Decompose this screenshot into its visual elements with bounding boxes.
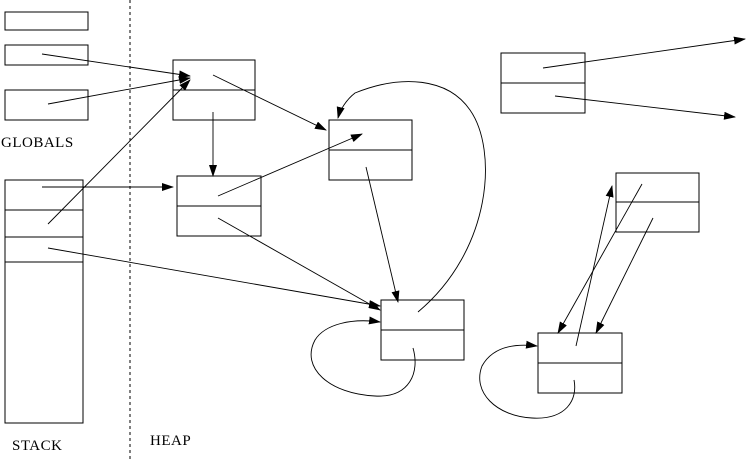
heap-object-d <box>380 299 465 361</box>
heap-object-e <box>500 52 586 114</box>
pointer-arrows <box>41 36 746 347</box>
globals-region: GLOBALS <box>1 11 89 151</box>
global-cell-1 <box>4 11 89 31</box>
stack-label: STACK <box>12 438 62 454</box>
stack-frame <box>4 179 84 424</box>
global-cell-2 <box>4 44 89 66</box>
global-cell-3 <box>4 89 89 121</box>
heap-object-g <box>537 332 623 394</box>
stack-region: STACK <box>4 179 84 454</box>
globals-label: GLOBALS <box>1 135 74 151</box>
heap-object-f <box>615 172 700 233</box>
heap-object-a <box>172 59 256 121</box>
heap-label: HEAP <box>150 433 191 449</box>
heap-object-b <box>328 119 413 181</box>
heap-object-c <box>176 175 262 237</box>
pointer-curves <box>310 81 576 419</box>
